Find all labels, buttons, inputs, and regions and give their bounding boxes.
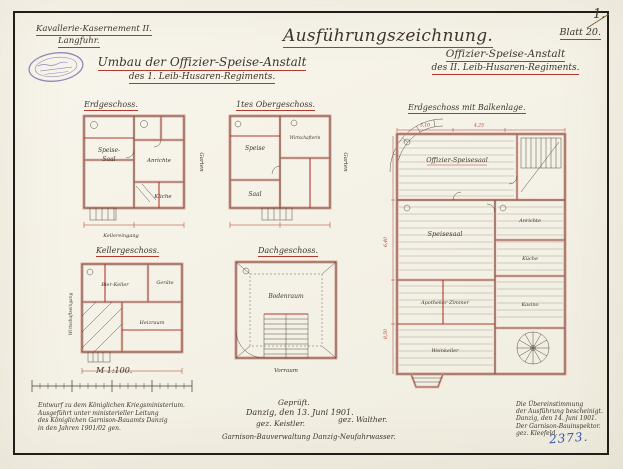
plan-balkenlage-drawing: Offizier-Speisesaal Speisesaal Anrichte … xyxy=(383,118,567,389)
corner-mark: 1. xyxy=(586,7,610,29)
left-note-line: in den Jahren 1901/02 gen. xyxy=(38,424,121,432)
plan1-stair xyxy=(89,207,117,221)
sheet-number: Blatt 20. xyxy=(559,27,601,40)
plan2-room-label: Speise xyxy=(245,145,266,152)
plan1-below-label: Kellereingang xyxy=(102,233,139,239)
plan5-room-label: Apotheker-Zimmer xyxy=(420,300,470,306)
plan4-room-label: Vorraum xyxy=(274,368,298,374)
plan2-room-label: Saal xyxy=(248,191,261,198)
plan5-details xyxy=(391,128,566,374)
scale-bar xyxy=(31,380,193,392)
plan5-beams xyxy=(399,140,563,366)
plan4-marker xyxy=(242,267,250,275)
plan4-room-label: Bodenraum xyxy=(267,293,304,300)
plan5-room-label: Küche xyxy=(521,256,538,262)
plan-obergeschoss-title: 1tes Obergeschoss. xyxy=(236,100,316,111)
plan1-room-label: Saal xyxy=(102,156,115,163)
plan5-stair xyxy=(520,137,562,193)
plan-dachgeschoss-drawing: Bodenraum Vorraum xyxy=(234,260,338,374)
umbau-line2: des 1. Leib-Husaren-Regiments. xyxy=(128,72,276,84)
plan3-details xyxy=(81,268,183,374)
signature-keistler: gez. Keistler. xyxy=(256,419,306,428)
left-note-line: Entwurf zu dem Königlichen Kriegsministe… xyxy=(38,402,185,409)
plan3-stair xyxy=(87,351,111,363)
plan5-dimension: 4,25 xyxy=(473,123,484,129)
right-note-line: Die Übereinstimmung xyxy=(516,401,584,408)
plan3-side-label: Wirtschaftseingang xyxy=(69,293,74,336)
plan5-dimension: 8,50 xyxy=(383,329,389,339)
border-frame xyxy=(13,11,609,455)
plan5-bay-window xyxy=(409,373,445,389)
plan5-dimension: 6,40 xyxy=(383,237,389,247)
plan-kellergeschoss-title-text: Kellergeschoss. xyxy=(96,246,160,257)
date-line: Danzig, den 13. Juni 1901. xyxy=(246,408,354,417)
plan-kellergeschoss-title: Kellergeschoss. xyxy=(96,246,160,257)
registry-number: 2373. xyxy=(548,429,589,447)
main-title: Ausführungszeichnung. xyxy=(283,26,494,48)
plan2-room-label: Wirtschafterin xyxy=(290,135,321,140)
corner-mark-number: 1. xyxy=(593,7,605,22)
left-note-line: Ausgeführt unter ministerieller Leitung xyxy=(38,409,159,417)
plan1-details xyxy=(83,120,185,228)
plan5-spiral-stair xyxy=(516,331,550,365)
umbau-title: Umbau der Offizier-Speise-Anstalt des 1.… xyxy=(92,55,312,84)
plan5-walls xyxy=(395,132,567,376)
office-line: Garnison-Bauverwaltung Danzig-Neufahrwas… xyxy=(222,433,396,441)
plan3-room-label: Heizraum xyxy=(139,320,165,326)
gepruft-label: Geprüft. xyxy=(278,398,310,407)
kasernement-line2: Langfuhr. xyxy=(58,36,100,48)
plan5-dimension: 3,10 xyxy=(420,123,430,129)
plan-dachgeschoss-title: Dachgeschoss. xyxy=(258,246,318,257)
plan-balkenlage-title: Erdgeschoss mit Balkenlage. xyxy=(408,103,526,114)
plan3-room-label: Bier-Keller xyxy=(100,282,129,288)
archive-stamp-icon xyxy=(28,52,84,82)
right-title: Offizier-Speise-Anstalt des II. Leib-Hus… xyxy=(418,48,593,75)
main-title-text: Ausführungszeichnung. xyxy=(283,26,494,48)
plan1-side-label: Garten xyxy=(198,152,204,172)
plan-erdgeschoss-drawing: Speise- Saal Anrichte Küche Garten Kelle… xyxy=(82,114,204,239)
plan-obergeschoss-title-text: 1tes Obergeschoss. xyxy=(236,100,316,111)
plan-erdgeschoss-title: Erdgeschoss. xyxy=(84,100,138,111)
plan5-room-label: Speisesaal xyxy=(428,230,463,238)
plan4-stair xyxy=(263,313,309,359)
plan5-room-label: Anrichte xyxy=(518,218,541,224)
plan5-room-label: Kasino xyxy=(520,302,538,308)
plan2-walls xyxy=(228,114,332,210)
sheet-number-text: Blatt 20. xyxy=(559,27,601,40)
plan-balkenlage-title-text: Erdgeschoss mit Balkenlage. xyxy=(408,103,526,114)
plan-obergeschoss-drawing: Speise Wirtschafterin Saal Garten xyxy=(228,114,348,228)
plan3-walls xyxy=(80,262,184,354)
plan2-side-label: Garten xyxy=(342,152,348,172)
left-notes: Entwurf zu dem Königlichen Kriegsministe… xyxy=(38,402,185,432)
plan-erdgeschoss-title-text: Erdgeschoss. xyxy=(84,100,138,111)
plan3-room-label: Geräte xyxy=(156,280,173,286)
signature-walther: gez. Walther. xyxy=(338,415,388,424)
plan5-room-label: Offizier-Speisesaal xyxy=(426,156,488,164)
plan2-stair xyxy=(261,207,293,221)
scale-label: M 1:100. xyxy=(96,366,133,375)
plan-kellergeschoss-drawing: Bier-Keller Geräte Heizraum Wirtschaftse… xyxy=(69,262,184,374)
right-title-line1: Offizier-Speise-Anstalt xyxy=(445,48,566,62)
left-note-line: des Königlichen Garnison-Bauamts Danzig xyxy=(38,417,168,424)
umbau-line1: Umbau der Offizier-Speise-Anstalt xyxy=(97,55,307,71)
plan1-walls xyxy=(82,114,186,210)
kasernement-title: Kavallerie-Kasernement II. Langfuhr. xyxy=(36,23,152,48)
right-note-line: Der Garnison-Bauinspektor. xyxy=(516,422,601,430)
plan3-hatch xyxy=(81,301,123,353)
right-notes: Die Übereinstimmung der Ausführung besch… xyxy=(516,401,608,437)
plan1-room-label: Küche xyxy=(153,194,172,200)
right-note-line: gez. Kleefeld. xyxy=(516,429,558,437)
kasernement-line1: Kavallerie-Kasernement II. xyxy=(36,24,152,36)
plan1-room-label: Anrichte xyxy=(146,158,172,164)
right-note-line: der Ausführung bescheinigt. xyxy=(516,408,603,416)
plan5-room-label: Weinkeller xyxy=(431,348,459,354)
plan-dachgeschoss-title-text: Dachgeschoss. xyxy=(258,246,318,257)
right-note-line: Danzig, den 14. Juni 1901. xyxy=(516,415,597,423)
plan1-room-label: Speise- xyxy=(98,147,120,154)
plan2-details xyxy=(229,119,331,228)
right-title-line2: des II. Leib-Husaren-Regiments. xyxy=(431,63,580,75)
